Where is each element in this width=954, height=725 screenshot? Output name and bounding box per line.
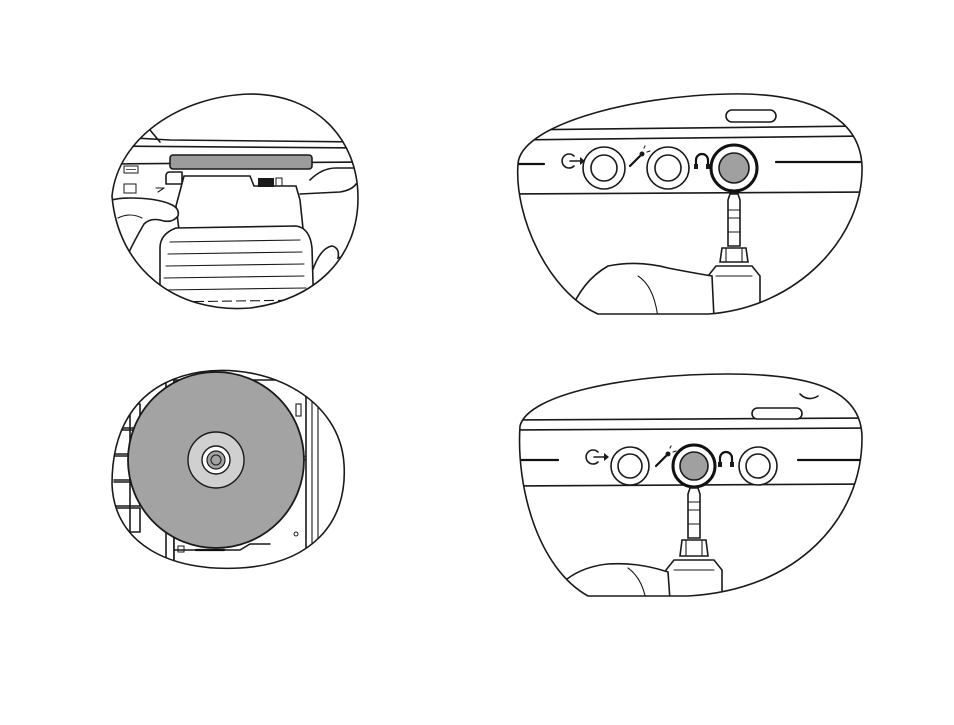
laptop-latch bbox=[726, 110, 776, 122]
laptop-bottom-edge bbox=[508, 192, 868, 194]
laptop-latch bbox=[752, 408, 802, 419]
laptop-top-line bbox=[508, 136, 868, 140]
laptop-top-edge bbox=[508, 418, 868, 420]
pc-card-insertion-illustration bbox=[100, 88, 362, 316]
laptop-contour bbox=[800, 394, 818, 399]
laptop-side-line bbox=[300, 184, 356, 194]
line-out-icon bbox=[586, 450, 609, 464]
optical-disc-drawing bbox=[100, 364, 350, 574]
card-latch bbox=[258, 178, 274, 187]
laptop-upper-line bbox=[100, 146, 362, 148]
hand bbox=[548, 564, 670, 600]
line-out-jack bbox=[611, 447, 649, 485]
pc-card-slot bbox=[170, 155, 312, 169]
microphone-plug bbox=[666, 488, 722, 600]
laptop-top-line bbox=[508, 428, 868, 430]
microphone-jack bbox=[647, 147, 689, 189]
microphone-jack-drawing bbox=[508, 368, 868, 600]
disc-spindle bbox=[207, 451, 225, 469]
line-out-icon bbox=[562, 154, 585, 168]
eject-lever bbox=[166, 172, 182, 184]
headphone-jack-drawing bbox=[508, 86, 868, 318]
pc-card-insertion-drawing bbox=[100, 88, 362, 316]
line-out-jack bbox=[583, 147, 625, 189]
optical-disc-tray-illustration bbox=[100, 364, 350, 574]
eject-icon bbox=[156, 188, 164, 192]
headphone-icon bbox=[694, 154, 710, 169]
card-slot-label-icon bbox=[124, 166, 138, 173]
latch-indicator bbox=[276, 178, 282, 186]
headphone-jack-highlight bbox=[719, 153, 749, 183]
headphone-plug bbox=[708, 194, 760, 318]
laptop-top-edge bbox=[508, 126, 868, 130]
card-body bbox=[160, 226, 314, 316]
headphone-jack bbox=[739, 447, 777, 485]
microphone-jack-highlight bbox=[680, 452, 708, 480]
microphone-jack-illustration bbox=[508, 368, 868, 600]
port-square bbox=[124, 184, 136, 193]
headphone-icon bbox=[718, 452, 734, 467]
headphone-jack-illustration bbox=[508, 86, 868, 318]
